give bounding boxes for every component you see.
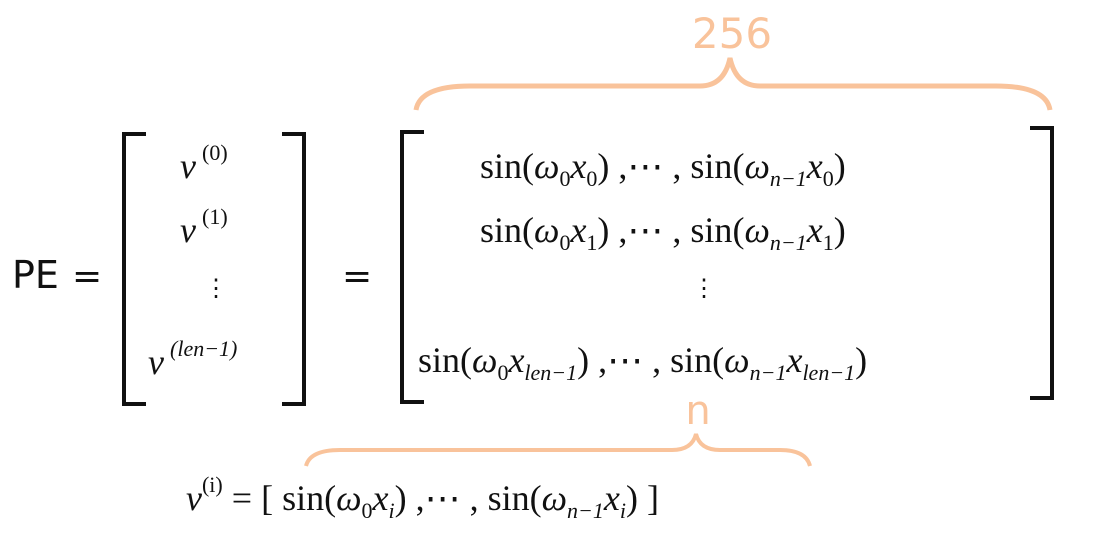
omega-symbol: ω (744, 210, 769, 250)
x-sub: len−1 (802, 360, 855, 385)
sin-fn: sin (282, 478, 324, 518)
sin-fn: sin (690, 210, 732, 250)
x-symbol: x (603, 478, 620, 518)
left-vector-entry: v (0) (180, 140, 228, 186)
entry-sup: (1) (202, 204, 228, 229)
svg-text:sin(ω0x0) ,⋯ , sin(ωn−1x0): sin(ω0x0) ,⋯ , sin(ωn−1x0) (480, 146, 846, 191)
x-sub: i (620, 498, 626, 523)
sin-fn: sin (480, 210, 522, 250)
v-sup: (i) (202, 472, 223, 497)
sin-fn: sin (690, 146, 732, 186)
sin-fn: sin (418, 340, 460, 380)
equals-sign-2: = (342, 256, 372, 297)
omega-sub: 0 (559, 166, 570, 191)
x-sub: i (388, 498, 394, 523)
left-vector-entry: v (len−1) (148, 336, 237, 382)
omega-symbol: ω (542, 478, 567, 518)
ellipsis: ⋯ (627, 210, 663, 250)
sin-fn: sin (488, 478, 530, 518)
ellipsis: ⋯ (627, 146, 663, 186)
matrix-close-bracket (1030, 126, 1054, 400)
entry-base: v (148, 342, 164, 382)
omega-sub: 0 (497, 360, 508, 385)
x-sub: 1 (823, 230, 834, 255)
svg-text:sin(ω0xlen−1) ,⋯ , sin(ωn−1xle: sin(ω0xlen−1) ,⋯ , sin(ωn−1xlen−1) (418, 340, 867, 385)
x-sub: 1 (586, 230, 597, 255)
bottom-brace (304, 433, 812, 467)
x-symbol: x (569, 146, 586, 186)
bottom-formula: v(i) = [ sin(ω0xi) ,⋯ , sin(ωn−1xi) ] (186, 472, 659, 523)
x-symbol: x (806, 146, 823, 186)
omega-sub: n−1 (770, 230, 807, 255)
sin-fn: sin (480, 146, 522, 186)
ellipsis: ⋯ (425, 478, 461, 518)
omega-sub: 0 (559, 230, 570, 255)
x-sub: 0 (823, 166, 834, 191)
pe-label: PE (12, 253, 59, 297)
x-symbol: x (806, 210, 823, 250)
omega-symbol: ω (724, 340, 749, 380)
left-vector-close-bracket (282, 132, 306, 406)
x-symbol: x (507, 340, 524, 380)
svg-text:v(i) = [ sin(ω0xi) ,⋯ , sin(ωn: v(i) = [ sin(ω0xi) ,⋯ , sin(ωn−1xi) ] (186, 472, 659, 523)
entry-base: v (180, 146, 196, 186)
matrix-open-bracket (400, 130, 424, 404)
x-symbol: x (785, 340, 802, 380)
v-symbol: v (186, 478, 202, 518)
omega-symbol: ω (472, 340, 497, 380)
omega-symbol: ω (534, 210, 559, 250)
matrix-vdots: ⋮ (692, 276, 716, 302)
omega-symbol: ω (744, 146, 769, 186)
equals-sign-3: = (232, 478, 252, 518)
x-sub: len−1 (524, 360, 577, 385)
omega-sub: 0 (362, 498, 373, 523)
top-brace (413, 57, 1053, 111)
left-vector-entry: v (1) (180, 204, 228, 250)
x-sub: 0 (586, 166, 597, 191)
left-vdots: ⋮ (204, 276, 228, 302)
matrix-row: sin(ω0x0) ,⋯ , sin(ωn−1x0) (480, 146, 846, 191)
matrix-row: sin(ω0x1) ,⋯ , sin(ωn−1x1) (480, 210, 846, 255)
omega-sub: n−1 (567, 498, 604, 523)
sin-fn: sin (670, 340, 712, 380)
x-symbol: x (569, 210, 586, 250)
omega-symbol: ω (534, 146, 559, 186)
omega-sub: n−1 (770, 166, 807, 191)
equals-sign-1: = (72, 256, 102, 297)
omega-symbol: ω (336, 478, 361, 518)
entry-sup: (0) (202, 140, 228, 165)
ellipsis: ⋯ (607, 340, 643, 380)
left-vector-open-bracket (122, 132, 146, 406)
svg-text:sin(ω0x1) ,⋯ , sin(ωn−1x1): sin(ω0x1) ,⋯ , sin(ωn−1x1) (480, 210, 846, 255)
bottom-dimension-label: n (685, 388, 710, 434)
matrix-row: sin(ω0xlen−1) ,⋯ , sin(ωn−1xlen−1) (418, 340, 867, 385)
x-symbol: x (372, 478, 389, 518)
entry-sup: (len−1) (170, 336, 237, 361)
top-dimension-label: 256 (692, 9, 772, 58)
entry-base: v (180, 210, 196, 250)
omega-sub: n−1 (750, 360, 787, 385)
